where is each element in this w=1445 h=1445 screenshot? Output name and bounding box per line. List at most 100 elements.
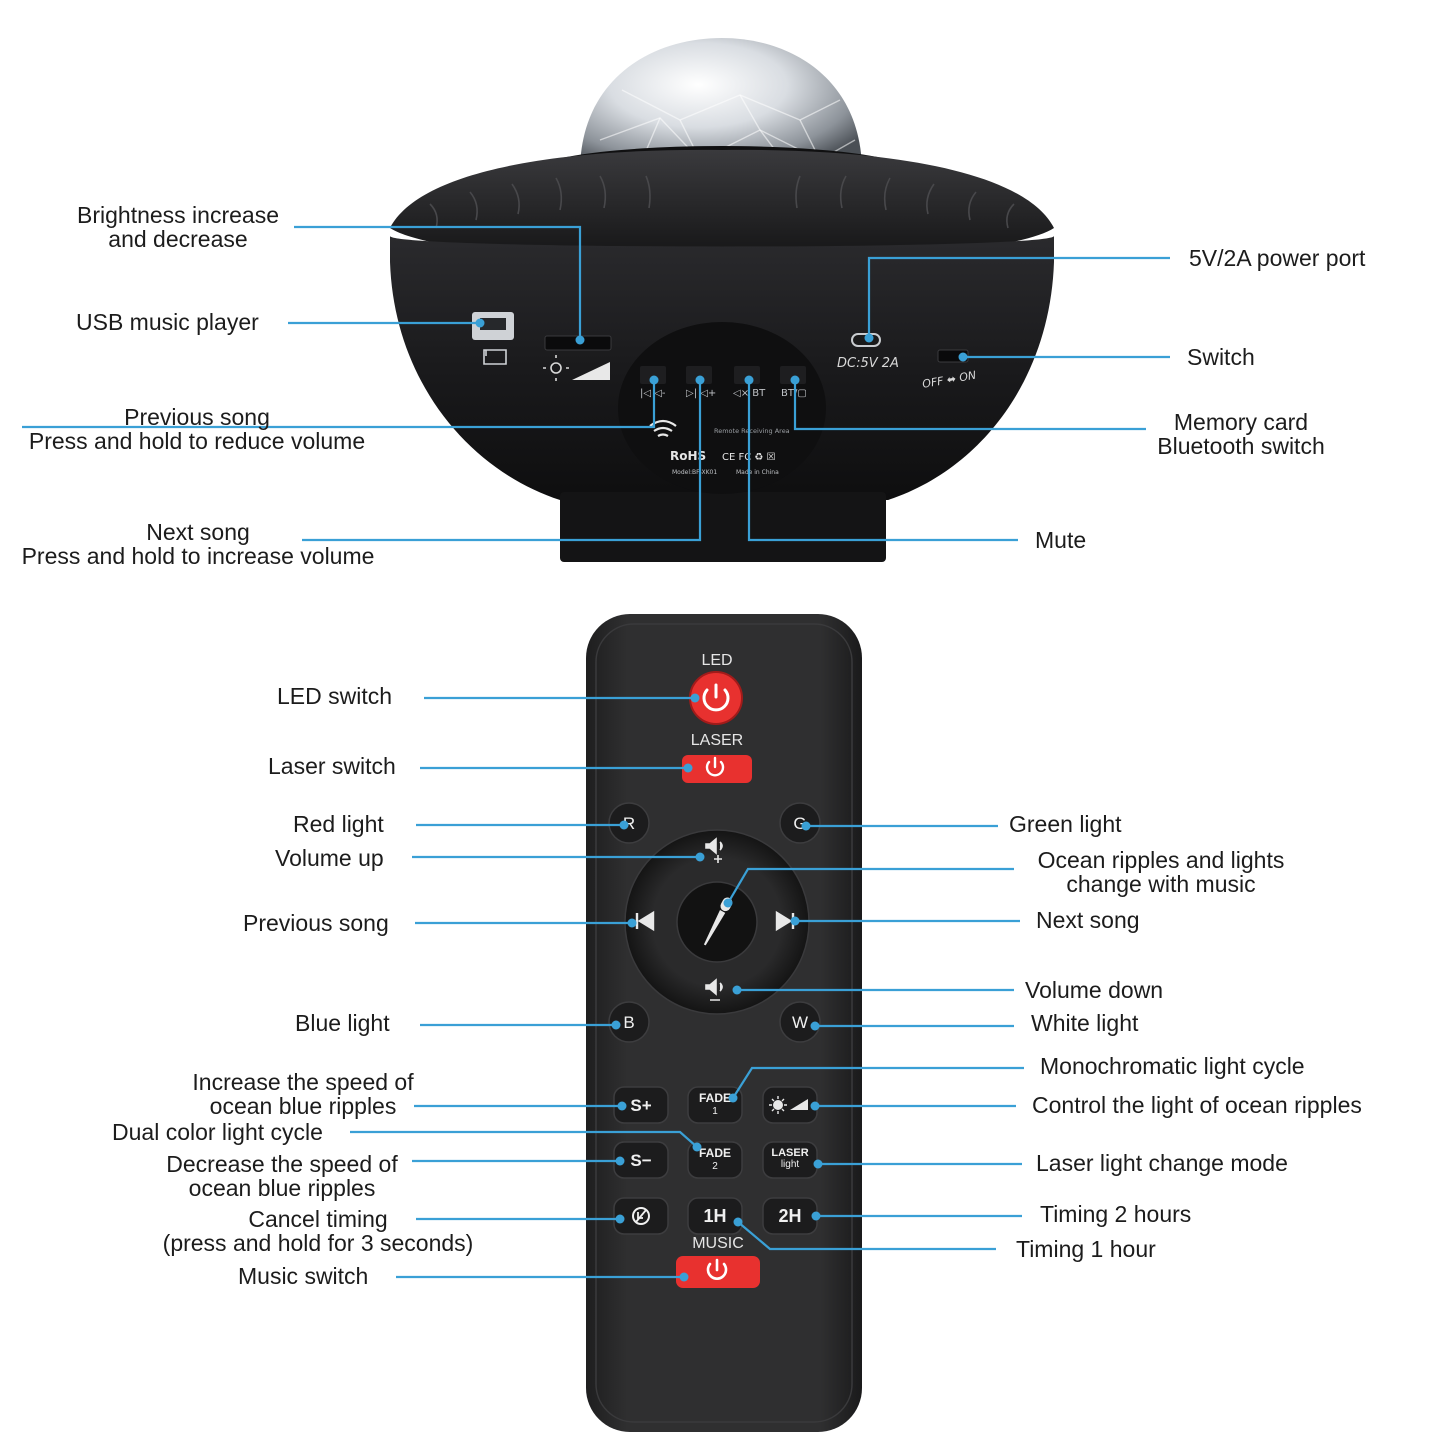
previous-track-button[interactable] — [635, 910, 655, 932]
remote-area-text: Remote Receiving Area — [714, 427, 790, 435]
projector-device: |◁ ◁- ▷| ◁+ ◁× BT BT/▢ Remote Receiving … — [390, 38, 1054, 562]
remote-control: LED LASER R G — [586, 614, 862, 1432]
wifi-icon — [649, 419, 677, 437]
leader-prev-song — [22, 380, 656, 429]
fade2-label-num: 2 — [712, 1161, 718, 1172]
red-light-label: Red light — [293, 811, 384, 837]
cancel-timing-label: Cancel timing (press and hold for 3 seco… — [148, 1207, 488, 1255]
device-top-rim — [390, 149, 1054, 262]
speed-up-label-line2: ocean blue ripples — [209, 1093, 397, 1119]
timer-1h-button[interactable]: 1H — [687, 1197, 743, 1235]
bt-button-mark: BT/▢ — [781, 388, 807, 399]
w-key-label: W — [792, 1013, 808, 1032]
ocean-music-label-line1: Ocean ripples and lights — [1037, 847, 1285, 873]
speed-down-button[interactable]: S− — [613, 1141, 669, 1179]
brightness-label: Brightness increase and decrease — [60, 203, 296, 251]
dual-color-label: Dual color light cycle — [112, 1119, 323, 1145]
prev-song-label-line2: Press and hold to reduce volume — [28, 428, 366, 454]
fade2-button[interactable]: FADE 2 — [687, 1141, 743, 1179]
leader-mute — [747, 380, 1018, 542]
blue-light-label: Blue light — [295, 1010, 390, 1036]
made-in-text: Made in China — [736, 469, 779, 476]
model-text: Model:BF-XK01 — [672, 469, 717, 476]
laser-mode-button[interactable]: LASER light — [762, 1141, 818, 1179]
sd-card-icon — [483, 349, 507, 365]
fade2-label-top: FADE — [699, 1146, 731, 1160]
memory-bt-label-line2: Bluetooth switch — [1157, 433, 1325, 459]
b-key-label: B — [623, 1013, 634, 1032]
red-light-button[interactable]: R — [608, 802, 650, 844]
mono-cycle-label: Monochromatic light cycle — [1040, 1053, 1305, 1079]
brightness-label-line2: and decrease — [108, 226, 248, 252]
leader-dots — [475, 318, 968, 1282]
ocean-music-label-line2: change with music — [1066, 871, 1256, 897]
timer-1h-label: 1H — [703, 1206, 726, 1226]
laser-switch-label: Laser switch — [268, 753, 396, 779]
power-port-label: 5V/2A power port — [1189, 245, 1366, 271]
prev-song-label-line1: Previous song — [124, 404, 270, 430]
next-song-label-line1: Next song — [146, 519, 250, 545]
volume-down-button[interactable] — [705, 978, 723, 1001]
laser-mode-label: Laser light change mode — [1036, 1150, 1288, 1176]
power-icon — [705, 756, 725, 777]
control-panel — [618, 322, 826, 494]
speed-down-label-line1: Decrease the speed of — [166, 1151, 398, 1177]
leader-brightness — [294, 225, 582, 340]
laser-power-button[interactable] — [682, 755, 752, 783]
timing-2h-label: Timing 2 hours — [1040, 1201, 1192, 1227]
fade1-button[interactable]: FADE 1 — [687, 1086, 743, 1124]
speed-down-label-line2: ocean blue ripples — [188, 1175, 376, 1201]
speed-up-label-line1: Increase the speed of — [192, 1069, 414, 1095]
timing-1h-label: Timing 1 hour — [1016, 1236, 1156, 1262]
speed-down-label: Decrease the speed of ocean blue ripples — [152, 1152, 412, 1200]
cancel-timing-label-line1: Cancel timing — [248, 1206, 388, 1232]
led-switch-label: LED switch — [277, 683, 393, 709]
next-song-label-line2: Press and hold to increase volume — [21, 543, 375, 569]
cancel-timing-label-line2: (press and hold for 3 seconds) — [162, 1230, 474, 1256]
memory-bt-label: Memory card Bluetooth switch — [1146, 410, 1336, 458]
white-light-button[interactable]: W — [779, 1001, 821, 1043]
power-icon — [702, 683, 730, 712]
blue-light-button[interactable]: B — [608, 1001, 650, 1043]
device-base — [560, 492, 886, 562]
switch-label-text: Switch — [1187, 344, 1255, 370]
music-key-label: MUSIC — [692, 1235, 744, 1252]
volume-up-button[interactable] — [705, 837, 723, 863]
leader-next-song — [302, 380, 702, 542]
power-icon — [706, 1258, 728, 1280]
speaker-plus-icon — [705, 837, 723, 863]
ocean-light-button[interactable] — [762, 1086, 818, 1124]
fade1-label-num: 1 — [712, 1106, 718, 1117]
speaker-minus-icon — [705, 978, 723, 1001]
next-button-mark: ▷| ◁+ — [686, 388, 716, 399]
cancel-timing-button[interactable] — [613, 1197, 669, 1235]
s-minus-label: S− — [630, 1151, 651, 1170]
next-song-remote-label: Next song — [1036, 907, 1140, 933]
speed-up-button[interactable]: S+ — [613, 1086, 669, 1124]
leader-power-port — [867, 256, 1170, 338]
prev-song-label: Previous song Press and hold to reduce v… — [14, 405, 380, 453]
leader-mono-cycle — [732, 1066, 1024, 1099]
music-power-button[interactable] — [676, 1256, 760, 1288]
sun-brightness-icon — [769, 1096, 808, 1114]
leader-dual-color — [350, 1130, 698, 1148]
usb-label: USB music player — [76, 309, 259, 335]
brightness-label-line1: Brightness increase — [77, 202, 279, 228]
previous-track-icon — [635, 910, 655, 932]
leader-memory-bt — [793, 380, 1146, 431]
green-light-label: Green light — [1009, 811, 1122, 837]
s-plus-label: S+ — [630, 1096, 651, 1115]
sun-icon — [550, 362, 562, 374]
leader-lines — [22, 225, 1170, 1279]
volume-up-label: Volume up — [275, 845, 384, 871]
previous-song-label: Previous song — [243, 910, 389, 936]
timer-2h-button[interactable]: 2H — [762, 1197, 818, 1235]
music-switch-label: Music switch — [238, 1263, 369, 1289]
next-song-label: Next song Press and hold to increase vol… — [8, 520, 388, 568]
ocean-music-label: Ocean ripples and lights change with mus… — [1020, 848, 1302, 896]
green-light-button[interactable]: G — [779, 802, 821, 844]
leader-timing-1h — [737, 1221, 996, 1251]
rohs-mark: RoHS — [670, 449, 706, 463]
